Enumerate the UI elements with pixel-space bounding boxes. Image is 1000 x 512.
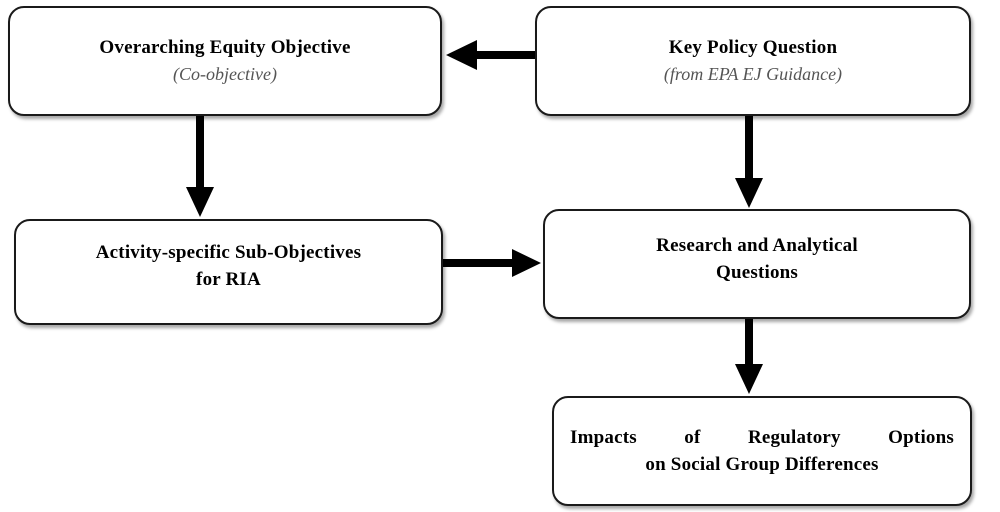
impacts-title-line1: Impacts of Regulatory Options <box>570 427 954 448</box>
activity-sub-objectives-title-line1: Activity-specific Sub-Objectives <box>95 242 362 263</box>
overarching-objective-title: Overarching Equity Objective <box>99 37 351 58</box>
impacts-title-block: Impacts of Regulatory Options on Social … <box>570 424 954 478</box>
arrow-keypolicy-to-overarching <box>446 40 535 70</box>
activity-sub-objectives-title-line2: for RIA <box>196 269 261 290</box>
overarching-equity-objective-box: Overarching Equity Objective (Co-objecti… <box>8 6 442 116</box>
research-questions-title-line2: Questions <box>715 262 799 283</box>
overarching-objective-subtitle: (Co-objective) <box>173 64 277 84</box>
arrow-keypolicy-to-research <box>735 116 763 208</box>
research-questions-title-line1: Research and Analytical <box>656 235 858 256</box>
key-policy-question-title: Key Policy Question <box>668 37 838 58</box>
impacts-regulatory-options-box: Impacts of Regulatory Options on Social … <box>552 396 972 506</box>
key-policy-question-box: Key Policy Question (from EPA EJ Guidanc… <box>535 6 971 116</box>
key-policy-question-subtitle: (from EPA EJ Guidance) <box>663 64 843 84</box>
arrow-activity-to-research <box>443 249 541 277</box>
research-analytical-questions-box: Research and Analytical Questions <box>543 209 971 319</box>
arrow-research-to-impacts <box>735 319 763 394</box>
arrow-overarching-to-activity <box>186 116 214 217</box>
impacts-title-line2: on Social Group Differences <box>645 454 879 475</box>
activity-sub-objectives-box: Activity-specific Sub-Objectives for RIA <box>14 219 443 325</box>
